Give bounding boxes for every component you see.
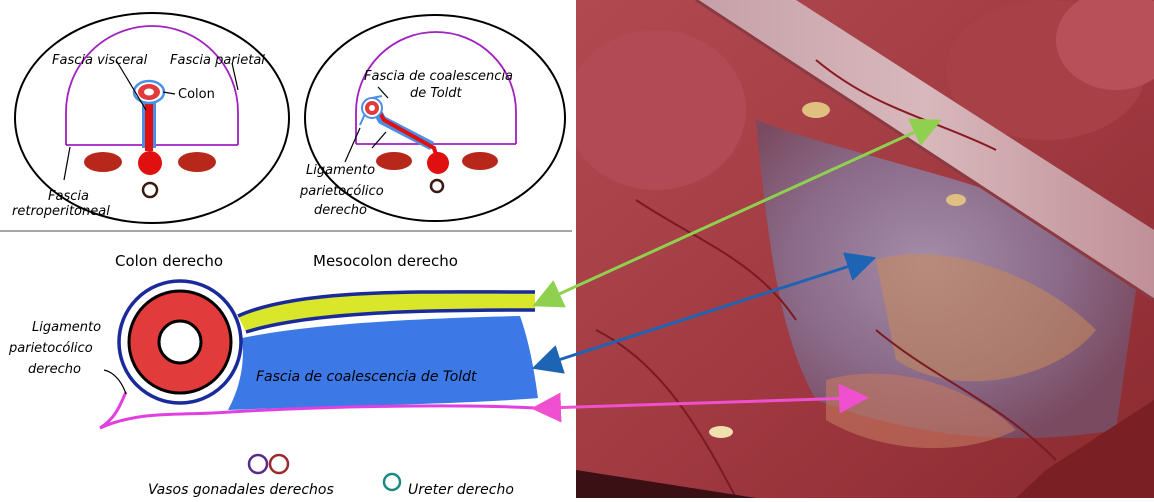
kidney-right: [462, 152, 498, 170]
aorta: [138, 151, 162, 175]
schematic-panel: Fascia visceral Fascia parietal Colon Fa…: [0, 0, 572, 498]
label-ligament-1: Ligamento: [306, 163, 375, 178]
ureter-symbol: [384, 474, 400, 490]
label-vasos-gonadales: Vasos gonadales derechos: [148, 482, 334, 498]
diagram-top-right: Fascia de coalescencia de Toldt Ligament…: [299, 15, 565, 221]
label-coalescence-1: Fascia de coalescencia: [364, 69, 513, 84]
ureter: [431, 180, 443, 192]
laparoscopic-photo: [576, 0, 1154, 498]
label-fascia: Fascia: [48, 189, 89, 204]
label-colon: Colon: [178, 87, 215, 102]
label-bottom-ligament-2: parietocólico: [8, 341, 93, 356]
ureter: [143, 183, 157, 197]
kidney-left: [376, 152, 412, 170]
fat-deposit-3: [709, 426, 733, 438]
kidney-right: [178, 152, 216, 172]
laparoscopic-photo-svg: [576, 0, 1154, 498]
parietal-peritoneum-line: [100, 406, 535, 428]
label-colon-derecho: Colon derecho: [115, 252, 223, 270]
colon-lumen: [144, 89, 154, 96]
aorta: [427, 152, 449, 174]
label-fascia-parietal: Fascia parietal: [170, 53, 265, 68]
label-ureter-derecho: Ureter derecho: [408, 482, 514, 498]
label-bottom-ligament-3: derecho: [28, 362, 81, 377]
label-retroperitoneal: retroperitoneal: [12, 204, 110, 219]
fat-deposit: [802, 102, 830, 118]
gonadal-artery-symbol: [270, 455, 288, 473]
label-ligament-3: derecho: [314, 203, 367, 218]
diagram-bottom: Colon derecho Mesocolon derecho Fascia d…: [8, 252, 538, 498]
toldt-fascia-region: [228, 316, 538, 410]
label-coalescence-2: de Toldt: [410, 86, 463, 101]
fat-deposit-2: [946, 194, 966, 206]
label-mesocolon-derecho: Mesocolon derecho: [313, 252, 458, 270]
label-ligament-2: parietocólico: [299, 184, 384, 199]
colon-lumen: [369, 105, 375, 111]
bottom-ligament-leader: [104, 370, 126, 394]
diagram-top-left: Fascia visceral Fascia parietal Colon Fa…: [12, 13, 289, 223]
kidney-left: [84, 152, 122, 172]
label-toldt-fascia: Fascia de coalescencia de Toldt: [256, 369, 477, 385]
schematic-svg: Fascia visceral Fascia parietal Colon Fa…: [0, 0, 572, 498]
label-bottom-ligament-1: Ligamento: [32, 320, 101, 335]
colon-lumen: [159, 321, 201, 363]
label-fascia-visceral: Fascia visceral: [52, 53, 148, 68]
gonadal-vein-symbol: [249, 455, 267, 473]
